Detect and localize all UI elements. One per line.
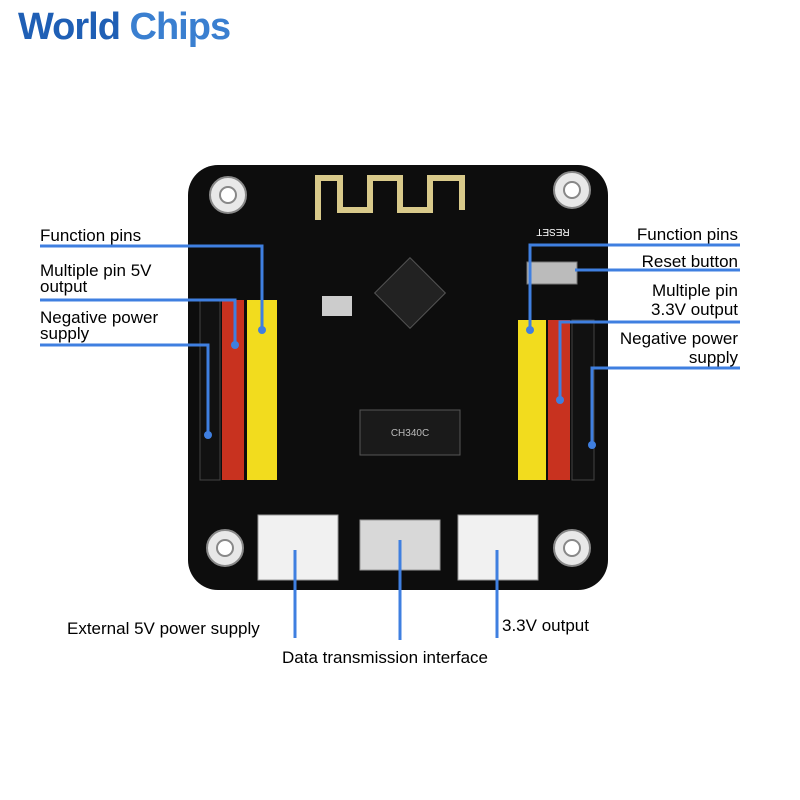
annotation-dots (204, 326, 596, 449)
label-multi-33-line2: 3.3V output (651, 300, 738, 319)
label-multi-5v-line2: output (40, 277, 88, 296)
ext-5v-connector (257, 514, 339, 581)
label-neg-power-right-line2: supply (688, 348, 738, 367)
antenna-trace (315, 175, 465, 220)
label-multi-5v-line1: Multiple pin 5V (40, 261, 152, 280)
label-multi-33-line1: Multiple pin (652, 281, 738, 300)
annotation-lines (40, 243, 740, 640)
label-neg-power-right-line1: Negative power (619, 329, 738, 348)
label-function-pins-left: Function pins (40, 226, 142, 245)
left-header-red (222, 300, 244, 480)
right-header-black (571, 319, 595, 481)
label-neg-power-left-line1: Negative power (40, 308, 159, 327)
pcb-board (188, 165, 608, 590)
label-reset-button: Reset button (641, 252, 738, 271)
label-out-33: 3.3V output (502, 616, 589, 635)
mcu-chip (373, 256, 447, 330)
label-neg-power-left-line2: supply (40, 324, 90, 343)
right-header-yellow (518, 320, 546, 480)
label-ext-5v: External 5V power supply (67, 619, 260, 638)
brand-logo: World Chips (18, 6, 231, 48)
left-header-black (199, 299, 221, 481)
crystal (322, 296, 352, 316)
reset-button-part (526, 261, 578, 285)
ch340-label: CH340C (391, 428, 429, 439)
svg-text:RESET: RESET (536, 226, 569, 237)
label-data-iface: Data transmission interface (282, 648, 488, 667)
mounting-holes (206, 171, 591, 567)
label-function-pins-right: Function pins (636, 225, 738, 244)
ch340-chip (359, 409, 461, 456)
